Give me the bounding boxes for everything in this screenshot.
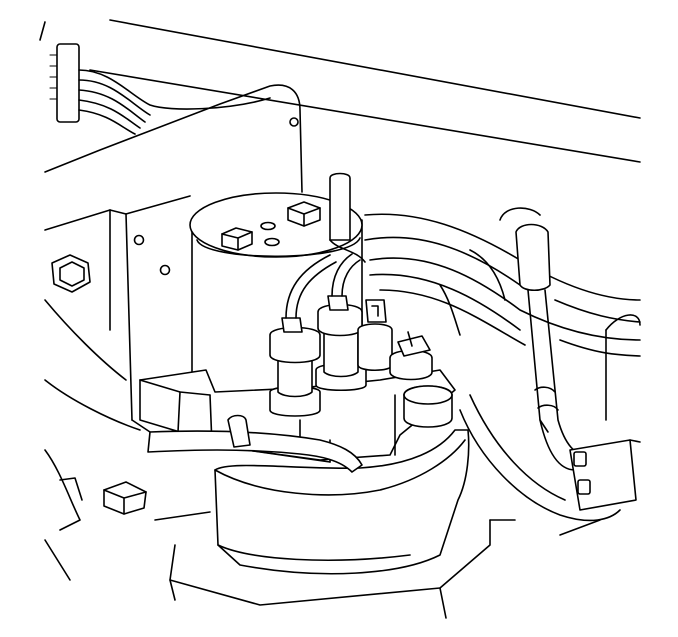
reservoir-cap <box>404 386 452 427</box>
wire-harness-connector <box>50 44 270 134</box>
cylinder-top-bolt-left <box>222 228 252 250</box>
right-hose-bundle <box>365 214 640 356</box>
lower-reservoir <box>215 430 469 574</box>
vent-tube <box>330 174 365 263</box>
cylinder-top-bolt-right <box>288 202 320 226</box>
solenoid-connector-right <box>358 300 392 370</box>
pressure-switch <box>390 332 432 380</box>
cylinder-top-holes <box>261 223 279 246</box>
vertical-hose-with-sleeve <box>460 208 620 520</box>
solenoid-connector-left <box>270 255 336 416</box>
right-component-housing <box>606 315 640 420</box>
upper-body-panel <box>40 20 640 162</box>
hex-bolt-left <box>52 255 90 292</box>
lower-frame <box>45 450 600 618</box>
solenoid-connector-center <box>316 254 366 390</box>
hose-end-fitting <box>570 440 640 510</box>
hex-bolt-lower <box>104 482 146 514</box>
cross-hose <box>148 416 362 473</box>
mounting-bracket <box>45 85 302 432</box>
